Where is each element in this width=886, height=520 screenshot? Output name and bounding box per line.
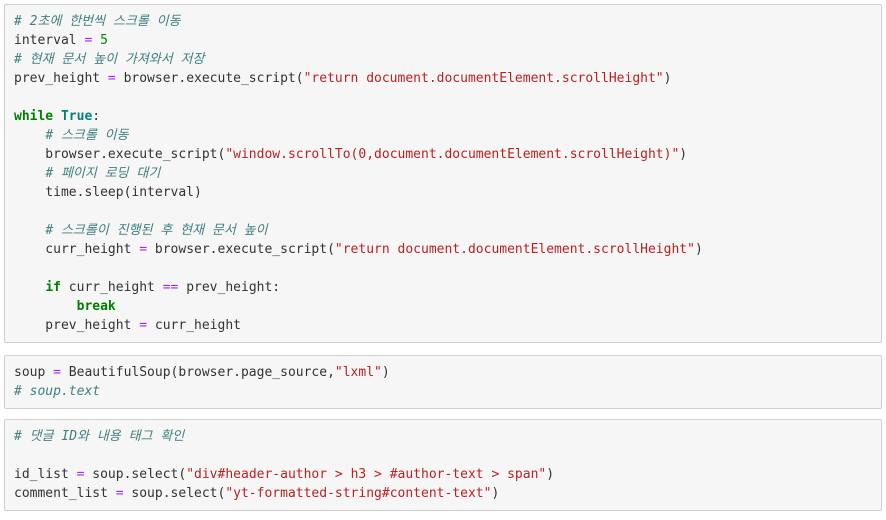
code-token-plain: curr_height: [60, 280, 163, 295]
code-token-operator: =: [53, 365, 61, 380]
code-token-operator: =: [139, 242, 148, 257]
code-token-operator: =: [107, 71, 116, 86]
code-token-comment: # 페이지 로딩 대기: [45, 166, 161, 181]
code-line: browser.execute_script("window.scrollTo(…: [14, 145, 872, 164]
code-token-keyword: if: [45, 280, 61, 295]
code-line: prev_height = browser.execute_script("re…: [14, 69, 872, 88]
code-line: # 스크롤 이동: [14, 126, 872, 145]
code-block-comment-selectors: # 댓글 ID와 내용 태그 확인 id_list = soup.select(…: [4, 419, 882, 511]
code-token-plain: soup.select(: [84, 467, 187, 482]
code-token-plain: [14, 280, 45, 295]
code-token-plain: prev_height: [14, 71, 108, 86]
code-token-comment: # 댓글 ID와 내용 태그 확인: [14, 429, 185, 444]
code-token-comment: # 현재 문서 높이 가져와서 저장: [14, 52, 205, 67]
code-token-plain: BeautifulSoup(browser.page_source,: [60, 365, 335, 380]
code-token-operator: ==: [162, 280, 179, 295]
code-token-plain: comment_list: [14, 486, 116, 501]
code-token-builtin: True: [60, 109, 93, 124]
code-block-scroll-loop: # 2초에 한번씩 스크롤 이동 interval = 5 # 현재 문서 높이 가…: [4, 4, 882, 343]
code-token-comment: # 2초에 한번씩 스크롤 이동: [14, 14, 181, 29]
code-token-plain: :: [92, 109, 101, 124]
code-token-string: "return document.documentElement.scrollH…: [303, 71, 664, 86]
code-token-plain: interval: [14, 33, 85, 48]
code-token-plain: [14, 299, 77, 314]
code-token-plain: [92, 33, 100, 48]
code-token-string: "window.scrollTo(0,document.documentElem…: [225, 147, 680, 162]
code-line: if curr_height == prev_height:: [14, 278, 872, 297]
code-line: curr_height = browser.execute_script("re…: [14, 240, 872, 259]
code-token-keyword: break: [76, 299, 116, 314]
code-token-comment: # 스크롤 이동: [45, 128, 129, 143]
code-token-string: "div#header-author > h3 > #author-text >…: [186, 467, 547, 482]
code-line: comment_list = soup.select("yt-formatted…: [14, 484, 872, 503]
code-token-plain: [14, 223, 45, 238]
code-line: # 페이지 로딩 대기: [14, 164, 872, 183]
code-line: soup = BeautifulSoup(browser.page_source…: [14, 363, 872, 382]
code-line: # 2초에 한번씩 스크롤 이동: [14, 12, 872, 31]
code-line: time.sleep(interval): [14, 183, 872, 202]
code-token-plain: id_list: [14, 467, 77, 482]
code-token-plain: [14, 166, 45, 181]
code-token-plain: curr_height: [14, 242, 140, 257]
code-token-keyword: while: [14, 109, 54, 124]
code-token-plain: ): [663, 71, 672, 86]
code-token-plain: [14, 128, 45, 143]
code-token-string: "return document.documentElement.scrollH…: [334, 242, 695, 257]
code-block-beautifulsoup-parse: soup = BeautifulSoup(browser.page_source…: [4, 355, 882, 409]
code-line: [14, 446, 872, 465]
code-token-plain: ): [381, 365, 390, 380]
code-token-plain: ): [694, 242, 703, 257]
code-token-plain: browser.execute_script(: [147, 242, 335, 257]
code-token-plain: soup.select(: [123, 486, 226, 501]
code-token-string: "yt-formatted-string#content-text": [225, 486, 492, 501]
code-line: [14, 202, 872, 221]
code-token-plain: prev_height: [14, 318, 140, 333]
code-token-plain: time.sleep(interval): [14, 185, 202, 200]
code-token-plain: prev_height:: [178, 280, 281, 295]
code-token-plain: browser.execute_script(: [14, 147, 226, 162]
code-line: interval = 5: [14, 31, 872, 50]
code-line: prev_height = curr_height: [14, 316, 872, 335]
code-token-operator: =: [76, 467, 85, 482]
code-token-string: "lxml": [334, 365, 382, 380]
code-line: while True:: [14, 107, 872, 126]
code-token-plain: ): [491, 486, 500, 501]
code-line: # 현재 문서 높이 가져와서 저장: [14, 50, 872, 69]
code-token-operator: =: [139, 318, 148, 333]
code-token-operator: =: [84, 33, 93, 48]
code-token-plain: [53, 109, 61, 124]
code-token-plain: soup: [14, 365, 54, 380]
code-line: # soup.text: [14, 382, 872, 401]
code-line: # 댓글 ID와 내용 태그 확인: [14, 427, 872, 446]
code-line: [14, 259, 872, 278]
code-token-plain: ): [546, 467, 555, 482]
code-token-plain: curr_height: [147, 318, 241, 333]
code-line: id_list = soup.select("div#header-author…: [14, 465, 872, 484]
code-token-operator: =: [115, 486, 124, 501]
code-token-plain: ): [679, 147, 688, 162]
code-token-number: 5: [100, 33, 108, 48]
code-token-comment: # soup.text: [14, 384, 101, 399]
code-token-plain: browser.execute_script(: [115, 71, 304, 86]
code-line: # 스크롤이 진행된 후 현재 문서 높이: [14, 221, 872, 240]
code-token-comment: # 스크롤이 진행된 후 현재 문서 높이: [45, 223, 268, 238]
code-line: break: [14, 297, 872, 316]
code-line: [14, 88, 872, 107]
